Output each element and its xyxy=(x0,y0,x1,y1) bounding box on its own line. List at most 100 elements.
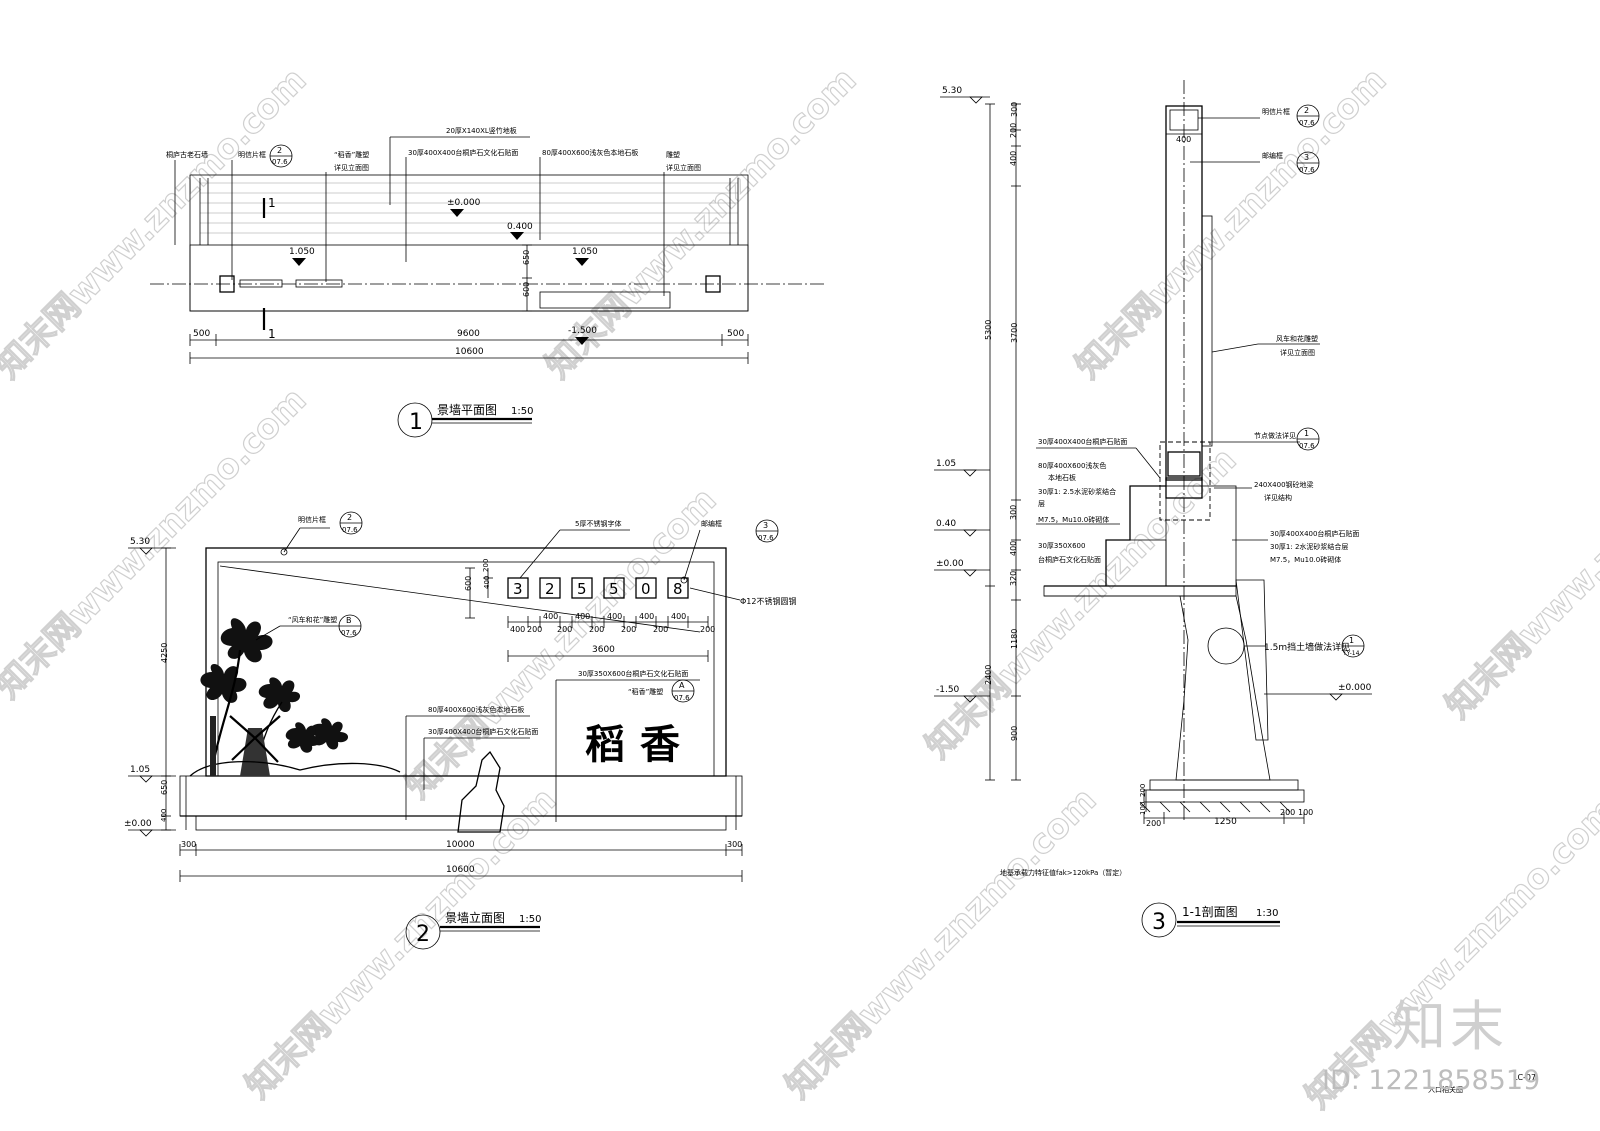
label-masonry-r: M7.5，Mu10.0砖砌体 xyxy=(1270,555,1341,564)
watermark-text: 知末网www.znzmo.com xyxy=(238,780,564,1106)
ref-sheet: 07.6 xyxy=(1299,166,1315,174)
level-000: ±0.00 xyxy=(936,559,964,569)
label-paving: 80厚400X600浅灰色本地石板 xyxy=(542,148,638,157)
windmill-flower-sculpture xyxy=(189,618,401,777)
label-retaining: 1.5m挡土墙做法详见 xyxy=(1264,641,1350,653)
ref-sheet: 07.6 xyxy=(342,526,358,534)
dim-v650: 650 xyxy=(160,780,169,795)
label-see-elev: 详见立面图 xyxy=(334,163,369,172)
brand-logo-text: 知末 xyxy=(1392,995,1508,1058)
elev-scale: 1:50 xyxy=(519,914,541,925)
dim-v200c: 200 xyxy=(1139,784,1147,797)
rice-figure-sculpture xyxy=(457,750,505,833)
dim-v300: 300 xyxy=(1010,102,1019,117)
ref-sheet: 07.6 xyxy=(1299,442,1315,450)
dim-v320: 320 xyxy=(1009,571,1018,586)
label-steel-letters: 5厚不锈钢字体 xyxy=(575,519,621,528)
elevation-view: 3 2 5 5 0 8 Φ12不锈钢圆钢 稻 香 xyxy=(124,511,796,950)
elev-1050-left: 1.050 xyxy=(289,247,315,257)
footing xyxy=(1143,789,1305,803)
ref-sheet: TY-14 xyxy=(1342,650,1360,657)
label-paving: 80厚400X600浅灰色本地石板 xyxy=(428,705,524,714)
label-paving-a: 80厚400X600浅灰色 xyxy=(1038,461,1106,470)
label-node: 节点做法详见 xyxy=(1254,431,1296,440)
ref-sheet: 07.6 xyxy=(272,158,288,166)
section-title: 1-1剖面图 xyxy=(1182,905,1238,919)
retaining-wall xyxy=(1175,595,1271,781)
ref-number: 3 xyxy=(1304,153,1309,162)
label-mortar-a: 30厚1: 2.5水泥砂浆结合 xyxy=(1038,487,1116,496)
section-level-markers: 5.30 1.05 0.40 ±0.00 -1.50 xyxy=(934,86,990,703)
dim-v400: 400 xyxy=(1009,151,1018,166)
label-sculpture: “稻香”雕塑 xyxy=(334,150,369,159)
level-minus-150: -1.50 xyxy=(936,685,960,695)
ref-letter: B xyxy=(346,616,352,625)
section-view: 5.30 1.05 0.40 ±0.00 -1.50 300 xyxy=(934,80,1372,938)
ref-sheet: 07.6 xyxy=(674,694,690,702)
label-see-elev: 详见立面图 xyxy=(1280,348,1315,357)
label-mail-board: 明信片框 xyxy=(238,150,266,159)
dim-gap: 200 xyxy=(653,625,668,634)
label-mortar-b: 层 xyxy=(1038,500,1045,508)
dim-plate: 400 xyxy=(671,612,686,621)
ref-number: 2 xyxy=(347,513,352,522)
deck-boards xyxy=(200,182,738,234)
dim-3600: 3600 xyxy=(592,645,615,655)
dim-10600: 10600 xyxy=(455,347,484,357)
elev-1050-right: 1.050 xyxy=(572,247,598,257)
plate-digit: 5 xyxy=(577,580,587,598)
label-facing-350b: 台桐庐石文化石贴面 xyxy=(1038,555,1101,564)
section-mark-top: 1 xyxy=(268,196,276,210)
dim-300-left: 300 xyxy=(181,840,196,849)
elev-minus-1500: -1.500 xyxy=(568,326,597,336)
title-number-circle xyxy=(1141,902,1177,938)
label-windmill: “风车和花”雕塑 xyxy=(288,615,337,624)
label-mail-box: 邮编框 xyxy=(1262,151,1283,160)
label-facing: 30厚400X400台桐庐石文化石贴面 xyxy=(428,727,538,736)
dim-v400b: 400 xyxy=(160,809,168,822)
watermark-text: 知末网www.znzmo.com xyxy=(1438,400,1600,726)
rice-char-1: 稻 xyxy=(585,721,625,768)
plate-digit: 5 xyxy=(609,580,619,598)
label-see-struct: 详见结构 xyxy=(1264,493,1292,502)
dim-gap: 200 xyxy=(621,625,636,634)
label-rod: Φ12不锈钢圆钢 xyxy=(740,596,796,606)
label-see-elev2: 详见立面图 xyxy=(666,163,701,172)
label-masonry: M7.5，Mu10.0砖砌体 xyxy=(1038,515,1109,524)
level-105: 1.05 xyxy=(936,459,956,469)
dim-gap: 200 xyxy=(589,625,604,634)
dim-10600: 10600 xyxy=(446,865,475,875)
ref-sheet: 07.6 xyxy=(1299,119,1315,127)
ref-number: 1 xyxy=(1304,429,1309,438)
elev-title: 景墙立面图 xyxy=(445,910,505,925)
dim-v900: 900 xyxy=(1010,726,1019,741)
elev-title-number: 2 xyxy=(416,922,430,947)
dim-500-left: 500 xyxy=(193,329,210,339)
plate-digit: 2 xyxy=(545,580,555,598)
dim-v200: 200 xyxy=(482,559,490,572)
rice-char-2: 香 xyxy=(640,721,680,768)
plate-digit: 8 xyxy=(673,580,683,598)
ref-number: 3 xyxy=(763,521,768,530)
plan-view: 1 1 桐庐古老石墙 明信片框 2 07.6 “稻香”雕塑 详见立面图 20厚X… xyxy=(150,126,825,438)
label-zero: ±0.000 xyxy=(1338,683,1372,693)
dim-v100: 100 xyxy=(1139,802,1147,815)
ref-number: 2 xyxy=(1304,106,1309,115)
dim-v400b: 400 xyxy=(1009,541,1018,556)
image-id-text: ID: 1221858519 xyxy=(1322,1065,1541,1096)
dim-v5300: 5300 xyxy=(984,320,993,340)
dim-h100: 100 xyxy=(1298,808,1313,817)
label-rail: 240X400钢砼地梁 xyxy=(1254,480,1314,489)
plate-digit: 0 xyxy=(641,580,651,598)
sheet-number: LC-07 xyxy=(1513,1073,1536,1082)
dim-v400: 400 xyxy=(483,576,491,589)
label-stone-wall: 桐庐古老石墙 xyxy=(166,150,208,159)
dim-h400: 400 xyxy=(1176,135,1191,144)
ref-number: 2 xyxy=(277,146,282,155)
dim-600: 600 xyxy=(522,282,531,297)
dim-plate: 400 xyxy=(543,612,558,621)
dim-h200b: 200 xyxy=(1280,808,1295,817)
label-windmill: 风车和花雕塑 xyxy=(1276,334,1318,343)
ref-letter: A xyxy=(679,681,685,690)
label-facing-350a: 30厚350X600 xyxy=(1038,542,1085,550)
